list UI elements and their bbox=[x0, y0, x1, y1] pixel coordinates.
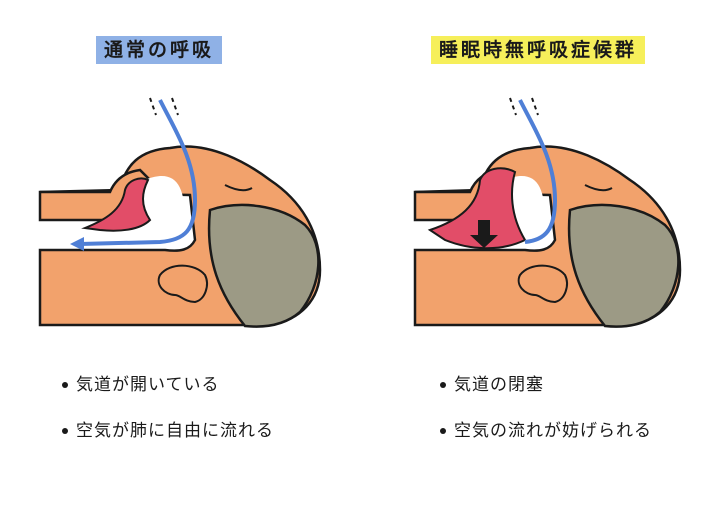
description-list: 気道の閉塞 空気の流れが妨げられる bbox=[440, 372, 652, 464]
air-dash-1 bbox=[509, 97, 517, 116]
bullet-item: 空気の流れが妨げられる bbox=[440, 418, 652, 444]
airflow-line bbox=[518, 99, 558, 244]
description-list: 気道が開いている 空気が肺に自由に流れる bbox=[62, 372, 274, 464]
airflow-line bbox=[79, 99, 198, 246]
bullet-icon bbox=[440, 382, 446, 388]
ear bbox=[157, 264, 208, 304]
sleep-apnea-panel: 睡眠時無呼吸症候群 気道の閉塞 空気の流れが妨げられる bbox=[360, 0, 720, 505]
bullet-icon bbox=[62, 428, 68, 434]
air-dash-2 bbox=[531, 97, 539, 116]
tongue bbox=[81, 177, 152, 232]
hair bbox=[567, 203, 680, 328]
airway-channel bbox=[40, 175, 185, 245]
down-arrow-icon bbox=[470, 220, 498, 248]
normal-breathing-panel: 通常の呼吸 気道が開いている 空気が肺に自由に流れる bbox=[38, 36, 322, 464]
eye bbox=[584, 184, 613, 192]
normal-airway-illustration bbox=[38, 97, 322, 328]
bullet-item: 気道の閉塞 bbox=[440, 372, 652, 398]
eye bbox=[224, 184, 253, 192]
ear bbox=[517, 264, 568, 304]
bullet-item: 気道が開いている bbox=[62, 372, 274, 398]
obstructed-airway-illustration bbox=[413, 97, 682, 328]
panel-title: 睡眠時無呼吸症候群 bbox=[431, 36, 646, 64]
bullet-icon bbox=[440, 428, 446, 434]
tongue bbox=[427, 167, 527, 250]
air-dash-2 bbox=[171, 97, 179, 116]
bullet-item: 空気が肺に自由に流れる bbox=[62, 418, 274, 444]
panel-title: 通常の呼吸 bbox=[96, 36, 223, 64]
hair bbox=[207, 203, 320, 328]
bullet-icon bbox=[62, 382, 68, 388]
air-dash-1 bbox=[149, 97, 157, 116]
airflow-arrowhead bbox=[70, 237, 84, 251]
